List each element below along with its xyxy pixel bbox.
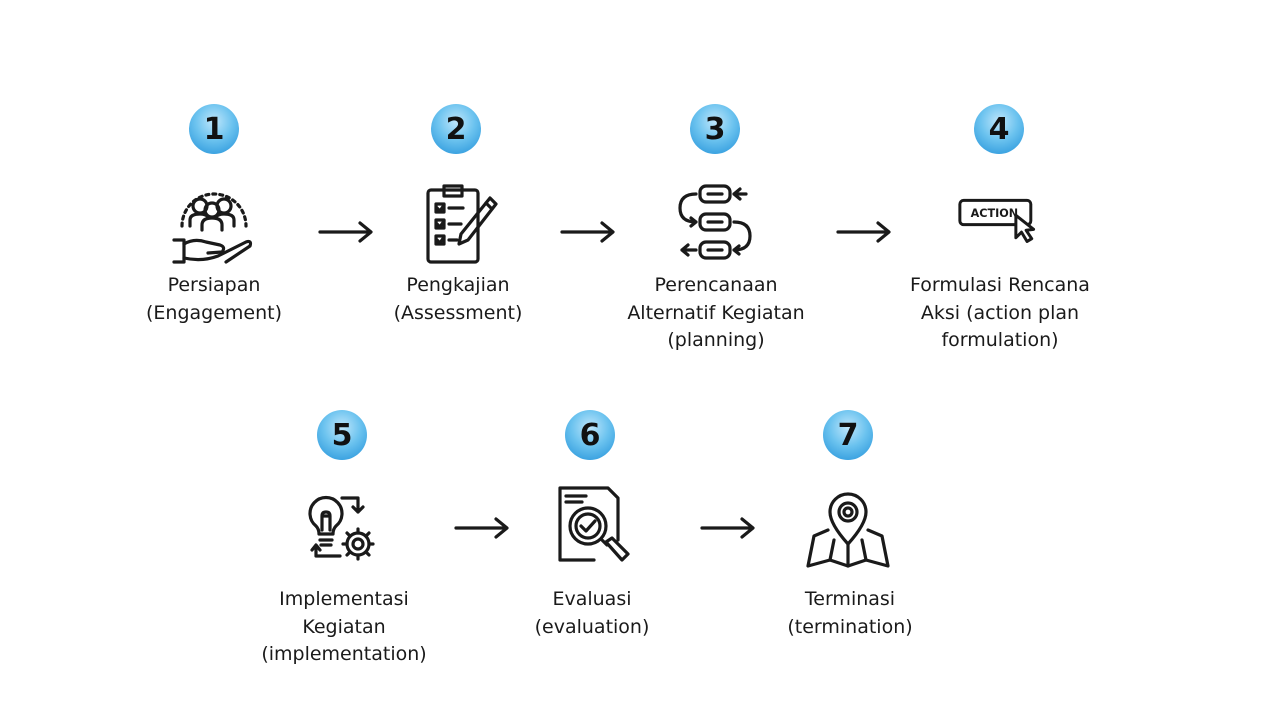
step-3: 3 Perencanaan Alternatif Kegiatan (plann… (596, 104, 836, 354)
flow-arrow-5-6 (454, 517, 510, 539)
lightbulb-gear-icon (298, 486, 382, 570)
step-label: Pengkajian (Assessment) (393, 274, 523, 324)
step-5: 5 Implementasi Kegiatan (implementation) (224, 410, 464, 670)
flow-arrow-3-4 (836, 221, 892, 243)
flow-arrow-1-2 (318, 221, 374, 243)
process-flow-icon (672, 182, 756, 266)
step-number-badge: 2 (431, 104, 481, 154)
step-4: 4 ACTION Formulasi Rencana Aksi (action … (880, 104, 1120, 354)
step-7: 7 Terminasi (termination) (730, 410, 970, 650)
team-hand-icon (170, 184, 254, 268)
flow-arrow-2-3 (560, 221, 616, 243)
step-number-badge: 1 (189, 104, 239, 154)
clipboard-checklist-icon (416, 182, 500, 266)
flow-arrow-6-7 (700, 517, 756, 539)
step-number-badge: 3 (690, 104, 740, 154)
map-pin-icon (806, 488, 890, 572)
document-magnifier-icon (554, 484, 638, 568)
step-1: 1 Persiapan (Engagement) (94, 104, 334, 334)
step-label: Formulasi Rencana Aksi (action plan form… (910, 274, 1090, 351)
step-label: Implementasi Kegiatan (implementation) (261, 588, 427, 665)
action-button-text: ACTION (971, 207, 1019, 220)
action-button-icon: ACTION (958, 192, 1048, 276)
step-6: 6 Evaluasi (evaluation) (472, 410, 712, 650)
step-number-badge: 4 (974, 104, 1024, 154)
step-number-badge: 5 (317, 410, 367, 460)
step-label: Evaluasi (evaluation) (534, 588, 650, 638)
step-label: Perencanaan Alternatif Kegiatan (plannin… (627, 274, 805, 351)
step-number-badge: 7 (823, 410, 873, 460)
step-label: Terminasi (termination) (787, 588, 913, 638)
step-2: 2 Pengkajian (Assessment) (338, 104, 578, 334)
step-label: Persiapan (Engagement) (145, 274, 282, 324)
step-number-badge: 6 (565, 410, 615, 460)
